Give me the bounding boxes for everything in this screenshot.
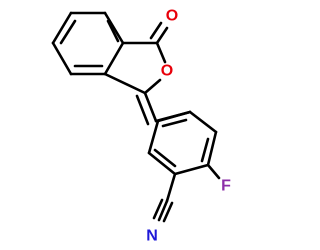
bond bbox=[147, 119, 160, 155]
bond bbox=[147, 151, 177, 176]
bond bbox=[155, 41, 167, 64]
carbonyl-oxygen-label: O bbox=[166, 8, 178, 25]
bond bbox=[188, 110, 218, 134]
bond bbox=[149, 21, 163, 40]
bond bbox=[152, 198, 164, 220]
ring-oxygen-label: O bbox=[161, 63, 173, 80]
bond bbox=[206, 163, 221, 180]
nitrogen-label: N bbox=[146, 228, 158, 245]
bond bbox=[155, 26, 169, 45]
bond bbox=[206, 130, 218, 167]
atom-labels: O O F N bbox=[146, 8, 231, 245]
bond bbox=[51, 41, 73, 76]
bond bbox=[103, 41, 125, 76]
bond bbox=[103, 11, 125, 45]
bond bbox=[103, 72, 147, 95]
bond bbox=[153, 148, 177, 168]
bond bbox=[162, 201, 174, 223]
bond bbox=[59, 19, 77, 45]
bond bbox=[161, 118, 188, 128]
bond-lines bbox=[51, 11, 221, 223]
bond bbox=[157, 199, 169, 222]
bond bbox=[143, 78, 162, 95]
fluorine-label: F bbox=[221, 178, 231, 195]
bond bbox=[143, 91, 158, 123]
bond bbox=[156, 110, 192, 123]
bond bbox=[165, 172, 177, 203]
bond bbox=[135, 94, 150, 126]
molecule-structure: O O F N bbox=[51, 8, 231, 245]
bond bbox=[200, 137, 210, 163]
bond bbox=[51, 11, 73, 45]
bond bbox=[106, 19, 120, 43]
bond bbox=[173, 163, 210, 176]
